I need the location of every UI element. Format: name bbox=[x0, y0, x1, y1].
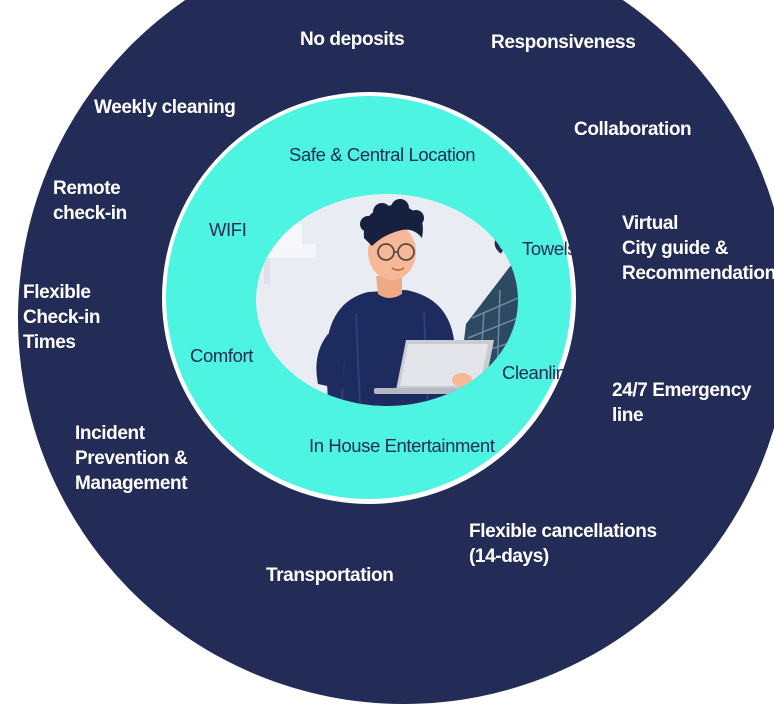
outer-item-weekly-cleaning: Weekly cleaning bbox=[94, 97, 236, 118]
outer-item-transportation: Transportation bbox=[266, 565, 394, 586]
services-circle-diagram: No deposits Responsiveness Weekly cleani… bbox=[18, 0, 774, 704]
inner-item-entertainment: In House Entertainment bbox=[309, 435, 495, 456]
outer-item-virtual-city-guide: Virtual City guide & Recommendations bbox=[622, 213, 774, 284]
inner-item-wifi: WIFI bbox=[209, 219, 247, 240]
inner-item-cleanliness: Cleanliness bbox=[502, 362, 594, 383]
inner-item-safe-location: Safe & Central Location bbox=[289, 144, 476, 165]
inner-item-towels: Towels bbox=[522, 238, 577, 259]
outer-item-emergency-line: 24/7 Emergency line bbox=[612, 380, 752, 426]
outer-item-collaboration: Collaboration bbox=[574, 119, 692, 140]
center-illustration bbox=[256, 194, 518, 406]
inner-item-comfort: Comfort bbox=[190, 345, 253, 366]
outer-item-no-deposits: No deposits bbox=[300, 29, 405, 50]
outer-item-remote-checkin: Remote check-in bbox=[53, 178, 127, 224]
outer-item-flexible-cancellations: Flexible cancellations (14-days) bbox=[469, 521, 657, 567]
outer-item-flexible-checkin: Flexible Check-in Times bbox=[23, 282, 101, 353]
outer-item-responsiveness: Responsiveness bbox=[491, 32, 636, 53]
man-with-laptop-illustration bbox=[256, 199, 518, 406]
outer-item-incident-prevention: Incident Prevention & Management bbox=[75, 423, 188, 494]
